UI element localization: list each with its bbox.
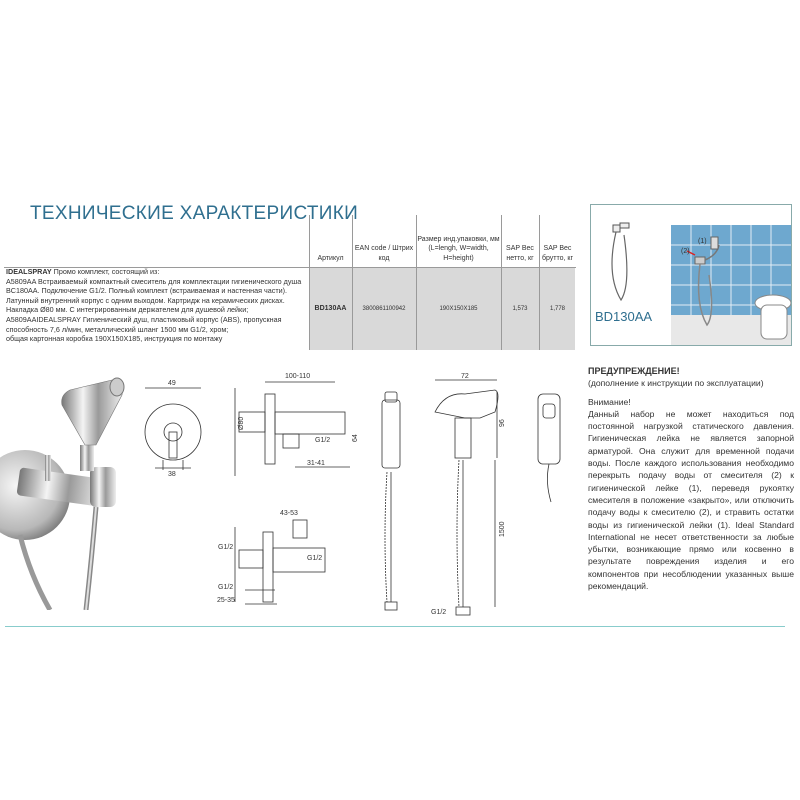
table-divider [309, 215, 310, 350]
warning-body: Данный набор не может находиться под пос… [588, 408, 794, 592]
callout-1: (1) [698, 238, 707, 245]
header-article: Артикул [317, 254, 344, 262]
dim-43-53: 43-53 [280, 510, 298, 517]
dim-100-110: 100-110 [285, 373, 310, 380]
installation-illustration: (2) (1) [611, 222, 791, 345]
product-description: IDEALSPRAY Промо комплект, состоящий из:… [4, 267, 309, 344]
cell-net-weight: 1,573 [512, 305, 528, 312]
installation-image: (2) (1) BD130AA [590, 204, 792, 346]
dim-g12-b: G1/2 [218, 544, 233, 551]
table-row-shade [309, 267, 575, 350]
callout-2: (2) [681, 248, 690, 255]
spec-table: Артикул EAN code / Штрих код Размер инд.… [4, 215, 576, 350]
header-ean: EAN code / Штрих код [354, 245, 414, 262]
cell-size: 190X150X185 [439, 305, 478, 312]
dim-31-41: 31-41 [307, 460, 325, 467]
dim-64: 64 [352, 434, 359, 442]
header-size: Размер инд.упаковки, мм (L=lengh, W=widt… [417, 235, 500, 262]
dim-g12-a: G1/2 [315, 437, 330, 444]
table-divider [352, 215, 353, 350]
warning-heading: ПРЕДУПРЕЖДЕНИЕ! [588, 366, 680, 376]
cell-ean: 3800861100942 [362, 305, 406, 312]
table-divider [501, 215, 502, 350]
dim-g12-c: G1/2 [307, 555, 322, 562]
cell-gross-weight: 1,778 [549, 305, 565, 312]
header-net-weight: SAP Вес нетто, кг [506, 245, 534, 262]
dim-1500: 1500 [499, 521, 506, 537]
table-divider [539, 215, 540, 350]
dim-96: 96 [499, 419, 506, 427]
dim-80: Ø80 [238, 417, 245, 430]
dim-25-35: 25-35 [217, 597, 235, 604]
brand-name: IDEALSPRAY [6, 267, 52, 276]
table-divider [416, 215, 417, 350]
dim-g12-e: G1/2 [431, 609, 446, 616]
dim-72: 72 [461, 373, 469, 380]
technical-drawings: 49 38 100-110 Ø80 64 G1/2 31-41 43-53 G1… [144, 373, 561, 616]
cell-article: BD130AA [314, 305, 347, 312]
warning-subheading: (дополнение к инструкции по эксплуатации… [588, 378, 764, 389]
image-label: BD130AA [595, 309, 653, 324]
warning-attention: Внимание! [588, 396, 631, 407]
dim-g12-d: G1/2 [218, 584, 233, 591]
product-photo [0, 377, 125, 610]
dim-38: 38 [168, 471, 176, 478]
warning-section: ПРЕДУПРЕЖДЕНИЕ! (дополнение к инструкции… [588, 365, 794, 592]
dim-49: 49 [168, 380, 176, 387]
header-gross-weight: SAP Вес брутто, кг [541, 245, 574, 262]
description-text: Промо комплект, состоящий из: A5809AA Вс… [6, 267, 302, 344]
page-title: ТЕХНИЧЕСКИЕ ХАРАКТЕРИСТИКИ [30, 203, 359, 224]
footer-divider [5, 626, 785, 627]
table-divider [4, 267, 576, 268]
